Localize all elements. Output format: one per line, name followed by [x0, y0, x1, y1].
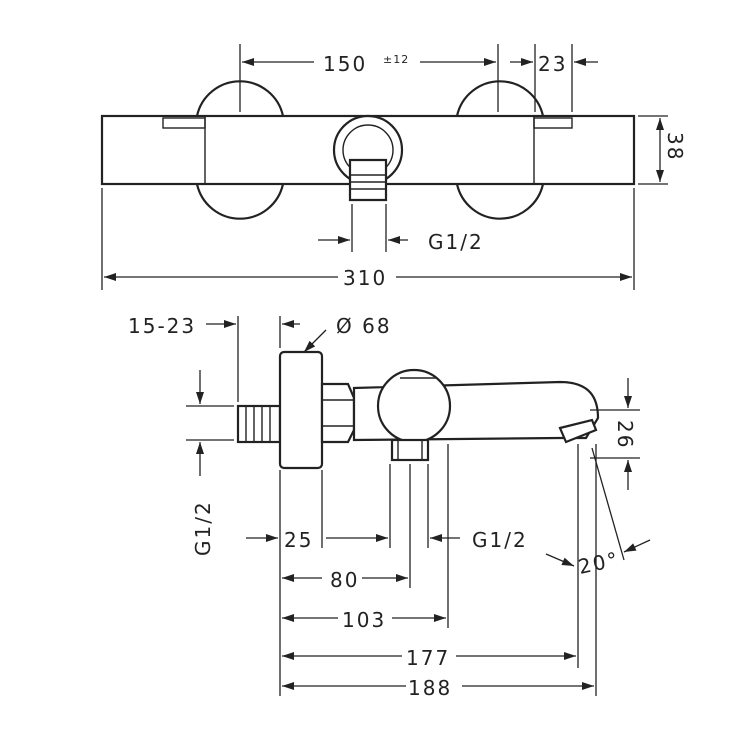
inlet-thread [236, 404, 282, 444]
dim-label-103: 103 [342, 608, 386, 632]
control-knob [376, 368, 452, 444]
top-view: 150 ±12 23 38 G1/2 310 [100, 44, 687, 290]
dim-label-inlet-thread: G1/2 [191, 500, 215, 556]
dim-label-23: 23 [538, 52, 567, 76]
dim-label-25: 25 [284, 528, 313, 552]
dim-label-150: 150 [323, 52, 367, 76]
right-handle-lever [533, 117, 573, 129]
outlet-connector [348, 158, 388, 202]
right-rosette [455, 80, 545, 117]
right-rosette-lower [455, 183, 545, 220]
dim-tolerance-150: ±12 [383, 53, 409, 66]
dim-label-38: 38 [663, 132, 687, 161]
dim-label-80: 80 [330, 568, 359, 592]
left-rosette-lower [195, 183, 285, 220]
hex-nut [320, 382, 356, 444]
dim-label-outlet-thread: G1/2 [428, 230, 484, 254]
side-view: 15-23 Ø 68 G1/2 26 25 G1/2 20° 80 103 [128, 314, 651, 700]
left-handle-lever [162, 117, 206, 129]
dim-label-spout-height: 26 [613, 420, 637, 449]
spout-tip [558, 418, 598, 444]
dim-label-188: 188 [408, 676, 452, 700]
dim-label-310: 310 [343, 266, 387, 290]
dim-label-spout-angle: 20° [576, 547, 622, 579]
dim-label-wall-adjust: 15-23 [128, 314, 196, 338]
dim-label-rosette-diameter: Ø 68 [336, 314, 392, 338]
dim-label-177: 177 [406, 646, 450, 670]
wall-rosette [278, 350, 324, 470]
dim-label-bottom-thread: G1/2 [472, 528, 528, 552]
bottom-connector [390, 438, 430, 462]
